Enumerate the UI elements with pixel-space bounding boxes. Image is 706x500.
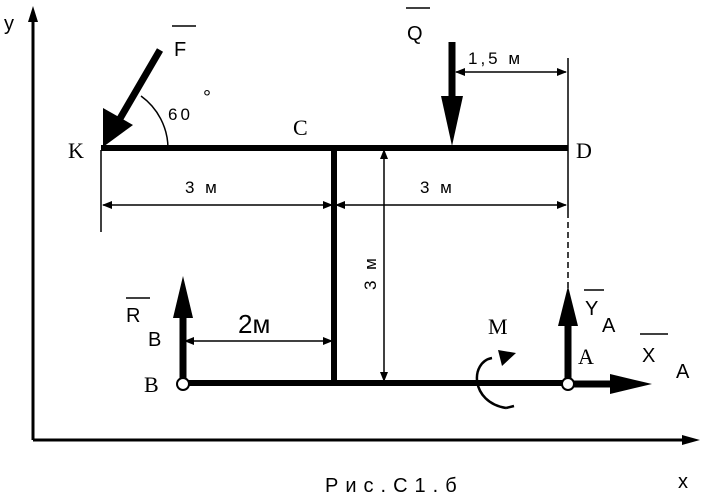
y-axis-arrowhead: [28, 6, 38, 22]
y-axis-label: y: [4, 13, 14, 35]
moment-m-arc: [475, 356, 507, 410]
reaction-rb-arrowhead: [173, 276, 193, 318]
point-b-label: B: [144, 372, 159, 397]
angle-value: 60: [168, 105, 193, 124]
moment-m-tail: [505, 404, 515, 410]
dim-label-kc: 3 м: [185, 178, 220, 197]
force-f-arrowhead: [103, 108, 133, 147]
reaction-ya-subscript: A: [602, 315, 616, 337]
reaction-rb-label: R: [126, 305, 140, 327]
point-d-label: D: [576, 138, 592, 163]
force-f-shaft: [114, 48, 164, 124]
reaction-xa-label: X: [642, 345, 655, 367]
dim-label-cd: 3 м: [420, 178, 455, 197]
moment-m-label: M: [488, 314, 508, 339]
support-a: [561, 377, 575, 391]
angle-arc: [140, 95, 169, 149]
point-a-label: A: [578, 344, 594, 369]
point-k-label: K: [68, 138, 84, 163]
x-axis-arrowhead: [682, 435, 700, 445]
force-q-arrowhead: [441, 96, 463, 146]
dim-label-vertical: 3 м: [361, 255, 380, 290]
reaction-xa-arrowhead: [610, 374, 652, 394]
point-c-label: C: [293, 115, 308, 140]
x-axis-label: x: [678, 471, 688, 493]
reaction-rb-subscript: B: [148, 329, 161, 351]
dim-label-q-offset: 1,5 м: [468, 49, 523, 68]
reaction-xa-subscript: A: [676, 361, 690, 383]
force-q-label: Q: [407, 23, 423, 45]
support-b: [176, 377, 190, 391]
moment-m-arrowhead: [498, 350, 516, 366]
reaction-ya-arrowhead: [558, 286, 578, 326]
force-f-label: F: [174, 39, 186, 61]
reaction-ya-label: Y: [585, 298, 598, 320]
angle-unit: °: [203, 87, 211, 109]
dim-label-rb-offset: 2м: [238, 309, 270, 339]
figure-caption: Рис.С1.б: [325, 475, 464, 497]
